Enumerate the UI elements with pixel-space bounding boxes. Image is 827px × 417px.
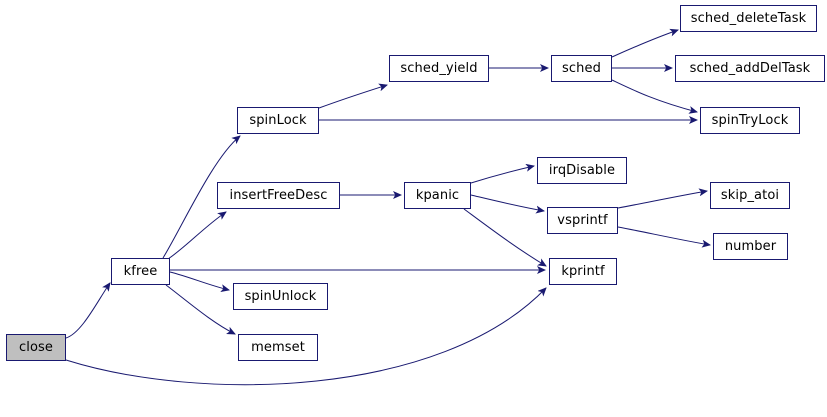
graph-edge-kpanic-to-kprintf (463, 208, 547, 267)
graph-node-skip_atoi[interactable]: skip_atoi (710, 182, 790, 209)
graph-node-irqDisable[interactable]: irqDisable (537, 157, 627, 184)
graph-node-label: close (19, 340, 53, 355)
graph-node-label: sched_yield (400, 61, 478, 76)
graph-edge-spinLock-to-sched_yield (318, 83, 388, 109)
graph-node-label: spinTryLock (711, 113, 789, 128)
graph-node-label: sched (562, 61, 601, 76)
graph-node-memset[interactable]: memset (238, 334, 318, 361)
graph-node-spinTryLock[interactable]: spinTryLock (700, 107, 800, 134)
graph-node-label: kprintf (561, 264, 605, 279)
graph-node-sched_addDelTask[interactable]: sched_addDelTask (675, 55, 825, 82)
graph-node-label: kpanic (415, 188, 460, 203)
graph-node-label: kfree (123, 264, 158, 279)
graph-node-kpanic[interactable]: kpanic (404, 182, 471, 209)
graph-node-label: spinLock (249, 113, 307, 128)
graph-node-sched_deleteTask[interactable]: sched_deleteTask (680, 5, 817, 32)
graph-edge-close-to-kfree (65, 282, 111, 339)
graph-edge-kfree-to-spinUnlock (169, 271, 230, 293)
graph-node-sched_yield[interactable]: sched_yield (389, 55, 489, 82)
graph-node-label: vsprintf (557, 213, 608, 228)
graph-node-insertFreeDesc[interactable]: insertFreeDesc (217, 182, 340, 209)
graph-node-number[interactable]: number (713, 233, 788, 260)
graph-node-label: sched_deleteTask (690, 11, 807, 26)
graph-edge-sched-to-spinTryLock (611, 79, 698, 114)
graph-node-vsprintf[interactable]: vsprintf (547, 207, 618, 234)
graph-edge-sched-to-sched_deleteTask (611, 28, 679, 58)
graph-edge-kfree-to-memset (165, 284, 236, 335)
graph-node-label: spinUnlock (244, 289, 317, 304)
graph-node-kfree[interactable]: kfree (111, 258, 170, 285)
graph-node-label: irqDisable (548, 163, 616, 178)
graph-node-spinLock[interactable]: spinLock (237, 107, 319, 134)
graph-node-label: skip_atoi (720, 188, 780, 203)
graph-node-kprintf[interactable]: kprintf (549, 258, 617, 285)
graph-node-sched[interactable]: sched (551, 55, 612, 82)
graph-node-label: number (724, 239, 777, 254)
graph-edge-vsprintf-to-skip_atoi (617, 188, 708, 209)
graph-node-spinUnlock[interactable]: spinUnlock (233, 283, 328, 310)
graph-edge-kfree-to-insertFreeDesc (167, 211, 227, 260)
graph-node-label: sched_addDelTask (689, 61, 811, 76)
graph-node-close[interactable]: close (6, 334, 66, 361)
graph-node-label: insertFreeDesc (229, 188, 328, 203)
graph-edge-kpanic-to-vsprintf (470, 194, 545, 214)
graph-edge-vsprintf-to-number (617, 226, 711, 248)
graph-edge-kpanic-to-irqDisable (470, 163, 535, 184)
graph-node-label: memset (251, 340, 305, 355)
